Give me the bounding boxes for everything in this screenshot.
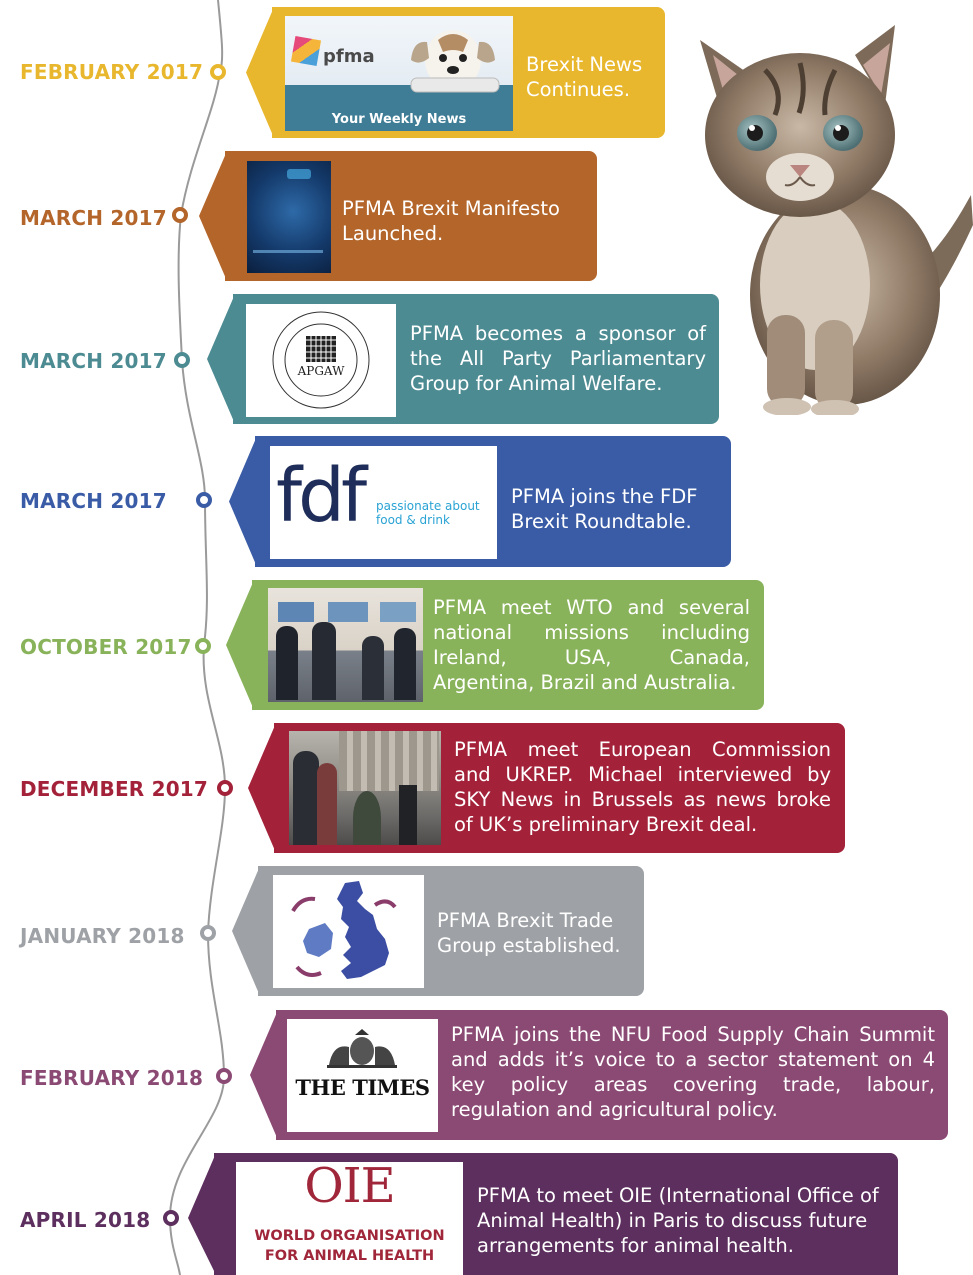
event-description: Brexit News Continues. <box>526 53 643 101</box>
card-pointer <box>188 1153 216 1275</box>
the-times-logo-image: THE TIMES <box>287 1019 438 1132</box>
manifesto-title-line <box>253 250 323 253</box>
timeline-date: DECEMBER 2017 <box>20 777 209 801</box>
card-pointer <box>229 436 257 567</box>
card-pointer <box>226 580 254 710</box>
event-description: PFMA joins the FDF Brexit Roundtable. <box>511 485 698 533</box>
timeline-dot <box>174 352 190 368</box>
timeline-date: JANUARY 2018 <box>20 924 185 948</box>
card-pointer <box>199 151 227 281</box>
building-facade <box>339 731 439 791</box>
pfma-brand: pfma <box>323 46 375 67</box>
person <box>276 626 298 700</box>
timeline-dot <box>172 207 188 223</box>
oie-name-line: WORLD ORGANISATION <box>254 1228 445 1244</box>
uk-map-image <box>273 875 424 988</box>
event-description: PFMA meet WTO and several national missi… <box>433 596 750 694</box>
person <box>394 628 416 700</box>
tree <box>353 791 381 845</box>
wall-painting <box>328 602 368 622</box>
event-description: PFMA Brexit Manifesto Launched. <box>342 197 560 245</box>
person <box>362 636 384 700</box>
fdf-wordmark: fdf <box>276 453 367 539</box>
event-description: PFMA to meet OIE (International Office o… <box>477 1184 879 1257</box>
apgaw-label: APGAW <box>297 364 345 378</box>
person <box>312 622 336 700</box>
card-pointer <box>246 7 274 138</box>
timeline-dot <box>195 638 211 654</box>
timeline-date: MARCH 2017 <box>20 206 167 230</box>
the-times-wordmark: THE TIMES <box>295 1075 430 1100</box>
timeline-date: APRIL 2018 <box>20 1208 151 1232</box>
card-pointer <box>232 866 260 996</box>
oie-wordmark: OIE <box>304 1162 395 1214</box>
wall-painting <box>380 602 416 622</box>
uk-map-icon <box>291 881 397 979</box>
card-pointer <box>250 1010 278 1140</box>
fdf-logo-image: fdf passionate about food & drink <box>270 446 497 559</box>
newsletter-caption: Your Weekly News <box>331 112 467 127</box>
pfma-logo <box>290 35 322 67</box>
pfma-newsletter-image: pfma Your Weekly News <box>285 16 513 131</box>
timeline-dot <box>163 1210 179 1226</box>
royal-crest-icon <box>327 1029 397 1068</box>
event-description: PFMA Brexit Trade Group established. <box>437 909 621 957</box>
brussels-interview-photo <box>289 731 441 845</box>
event-description: PFMA becomes a sponsor of the All Party … <box>410 322 706 395</box>
event-description: PFMA meet European Commission and UKREP.… <box>454 738 831 836</box>
oie-name-line: FOR ANIMAL HEALTH <box>264 1248 435 1264</box>
kitten-image <box>700 25 973 415</box>
person <box>317 763 337 845</box>
timeline-dot <box>217 780 233 796</box>
timeline-dot <box>200 925 216 941</box>
card-pointer <box>248 723 276 853</box>
timeline-dot <box>210 64 226 80</box>
manifesto-logo <box>287 169 311 179</box>
apgaw-logo-image: APGAW <box>246 304 396 417</box>
portcullis-icon <box>272 311 370 409</box>
timeline-date: MARCH 2017 <box>20 349 167 373</box>
timeline-dot <box>216 1068 232 1084</box>
event-description: PFMA joins the NFU Food Supply Chain Sum… <box>451 1023 935 1121</box>
timeline-date: FEBRUARY 2017 <box>20 60 204 84</box>
manifesto-cover-image <box>247 161 331 273</box>
timeline-date: FEBRUARY 2018 <box>20 1066 204 1090</box>
card-pointer <box>207 294 235 424</box>
wto-meeting-photo <box>268 588 423 702</box>
timeline-date: MARCH 2017 <box>20 489 167 513</box>
wall-painting <box>278 602 314 622</box>
camera-crew <box>399 785 417 845</box>
fdf-tagline: passionate about <box>376 499 480 513</box>
dog-icon <box>410 30 500 93</box>
oie-logo-image: OIE WORLD ORGANISATION FOR ANIMAL HEALTH <box>236 1162 463 1275</box>
fdf-tagline: food & drink <box>376 513 450 527</box>
timeline-date: OCTOBER 2017 <box>20 635 192 659</box>
person <box>293 751 319 845</box>
timeline-dot <box>196 492 212 508</box>
